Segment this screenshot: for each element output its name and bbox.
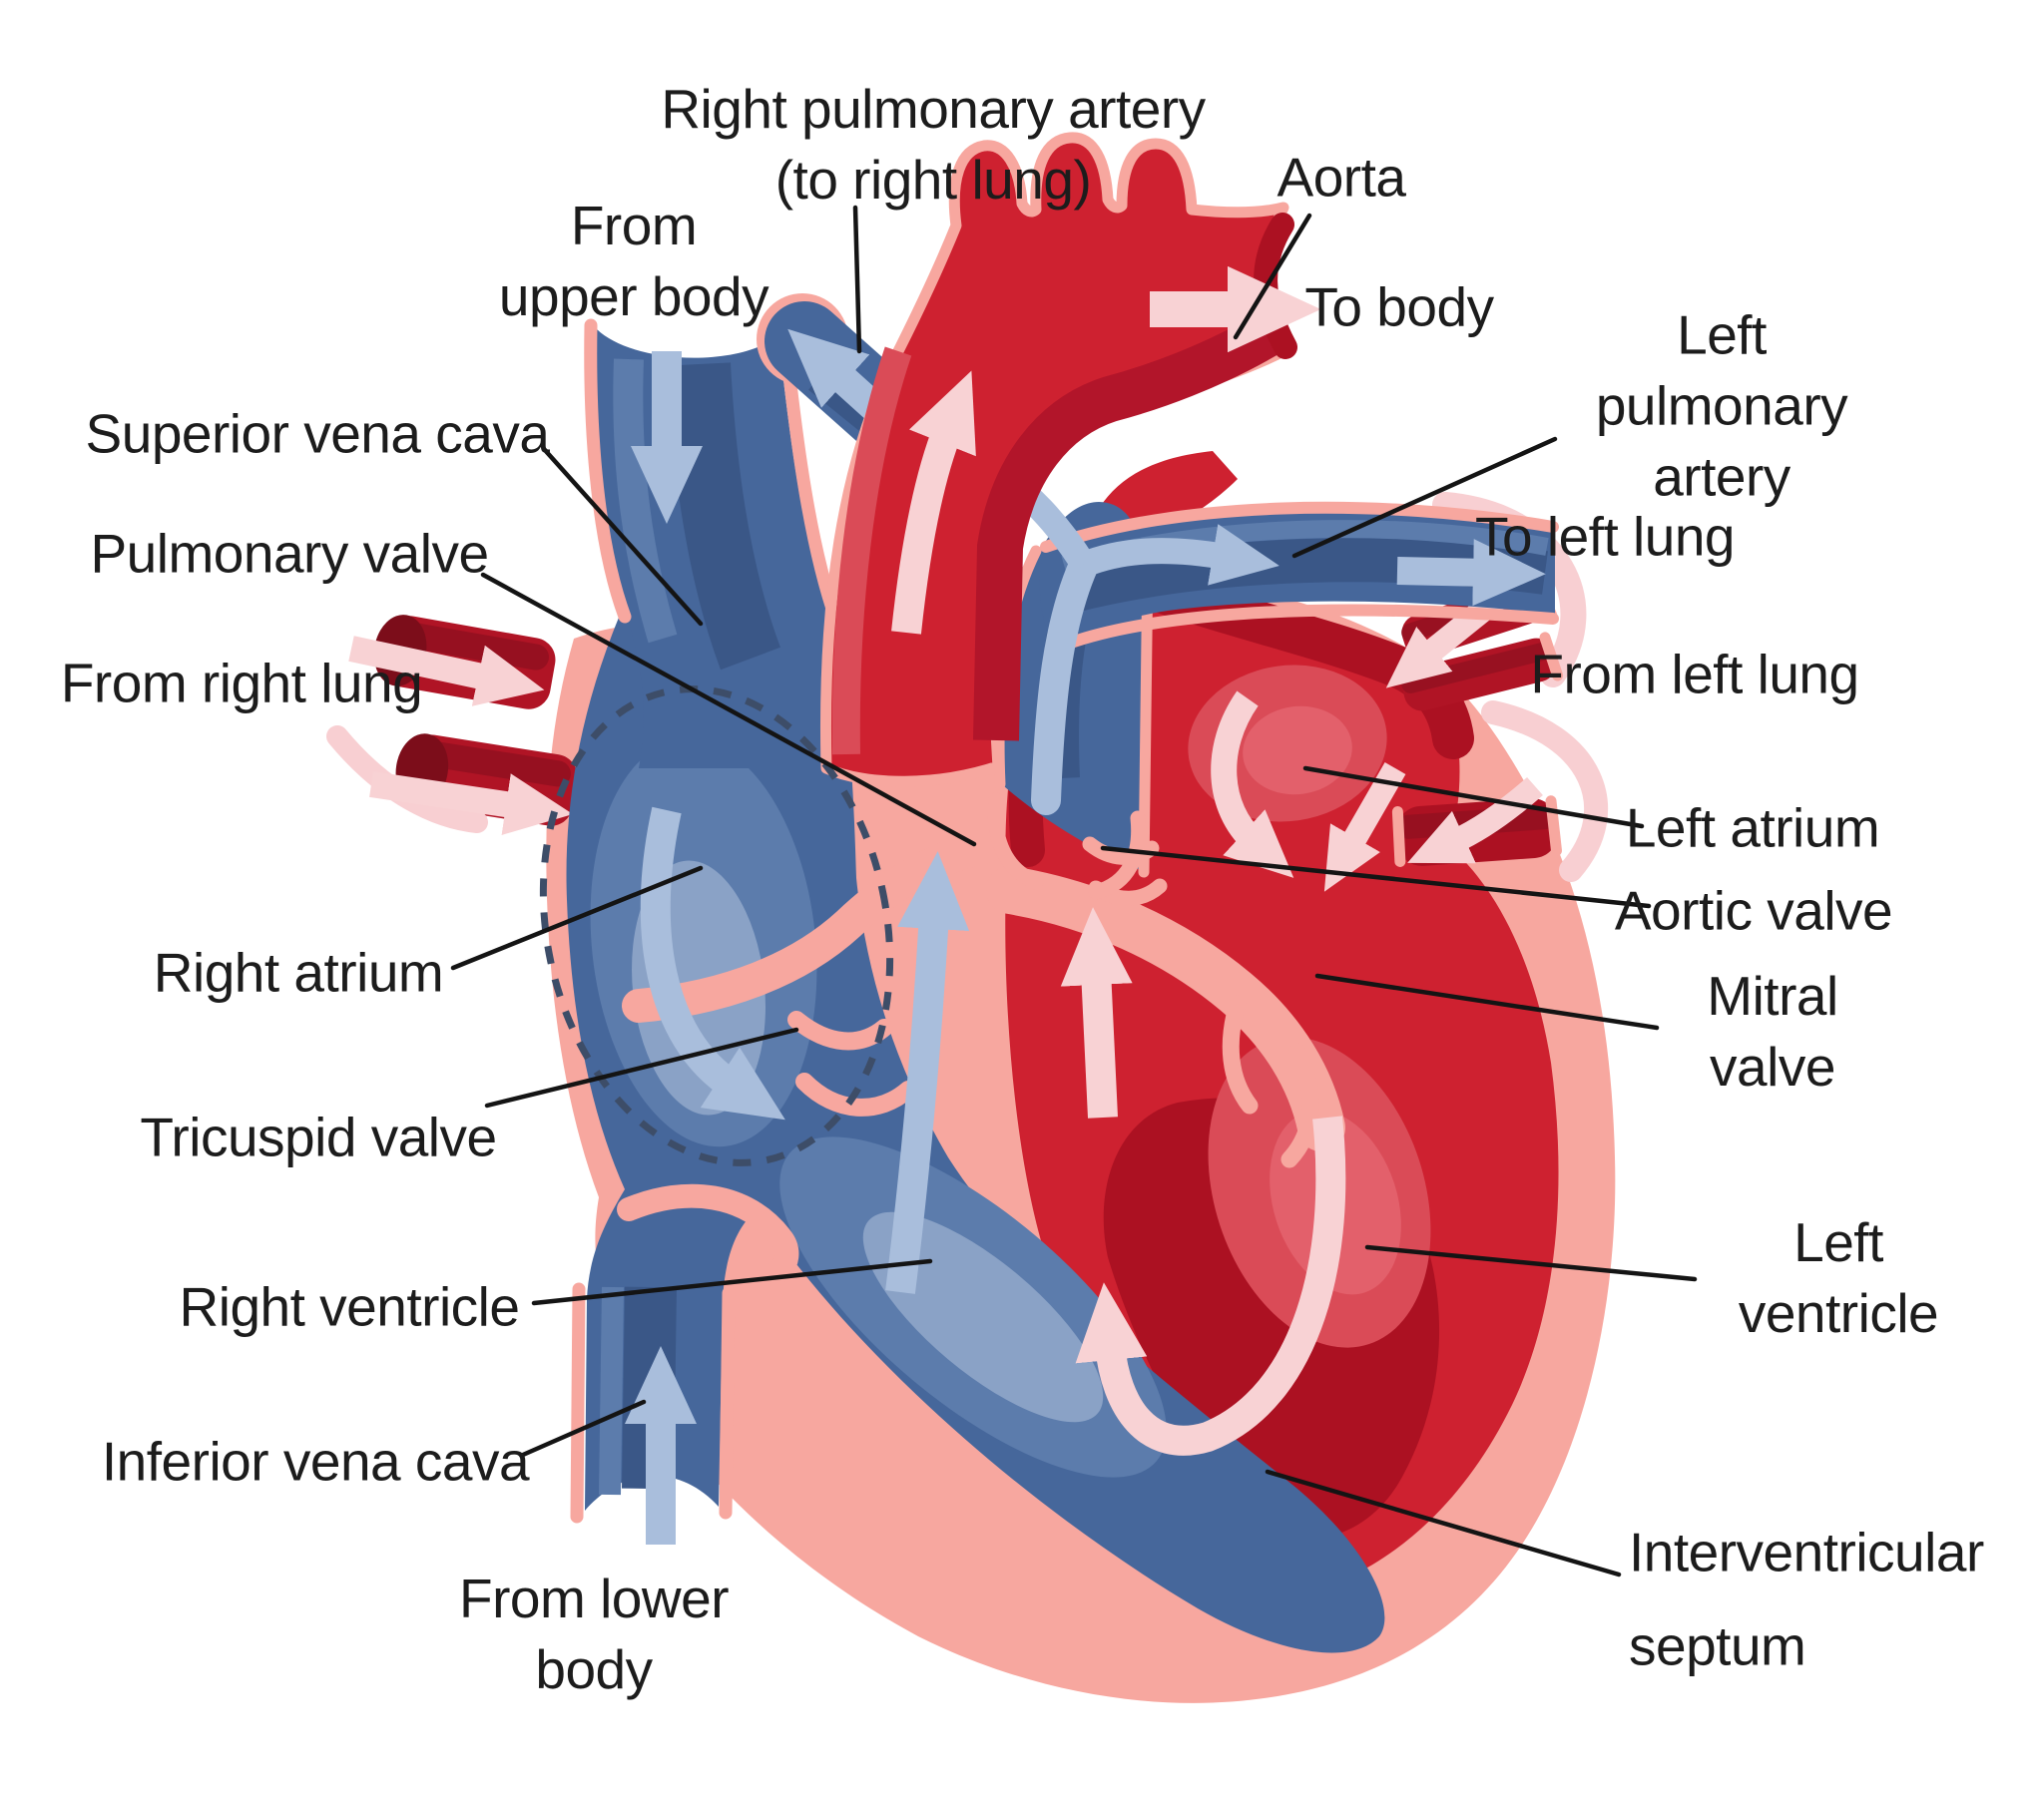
aorta-vessel [819,132,1321,787]
label-interventricular-septum: Interventricular septum [1629,1521,1984,1677]
pointer-left-atrium [1302,765,1645,829]
left-lung-flow-curve-2 [1481,700,1608,882]
label-aorta: Aorta [1277,146,1406,209]
lpa-exit-arrow [1396,539,1546,607]
label-from-left-lung: From left lung [1530,643,1859,705]
label-from-upper-body: From upper body [498,195,769,327]
pointer-right-atrium [450,865,704,971]
label-aortic-valve: Aortic valve [1614,879,1893,942]
label-right-atrium: Right atrium [153,941,444,1004]
left-lung-vein-inflow-2-arrow [1407,777,1543,864]
ivc-outline-left [570,1282,586,1524]
pointer-left-ventricle [1364,1244,1698,1282]
label-left-atrium: Left atrium [1625,796,1880,859]
pointer-tricuspid-valve [484,1027,799,1109]
pointer-lines [450,205,1698,1578]
tricuspid-flap-1 [787,1011,893,1051]
lpa-outline-top [1040,501,1559,553]
right-lung-vein-inflow-2-arrow [369,771,574,835]
label-superior-vena-cava: Superior vena cava [85,402,550,465]
pulmonary-valve-flap-2 [1088,810,1147,900]
pointer-left-pulmonary-artery [1291,436,1558,559]
label-left-ventricle: Left ventricle [1738,1211,1939,1344]
label-right-ventricle: Right ventricle [179,1275,520,1338]
aorta-light-edge [831,346,912,755]
label-from-lower-body: From lower body [458,1568,730,1700]
right-lung-vein-inflow-1-arrow [348,636,545,706]
pointer-interventricular-septum [1265,1469,1622,1578]
ivc-valve-fold [617,1183,799,1285]
pointer-right-ventricle [531,1258,933,1306]
right-lung-veins [326,615,578,835]
left-ventricle-loop-arrow [1075,1116,1346,1456]
label-right-pulmonary-artery: Right pulmonary artery (to right lung) [661,78,1206,211]
ascending-aorta-arrow [891,370,976,635]
label-mitral-valve: Mitral valve [1707,965,1838,1098]
svc-outline-left [584,318,632,624]
lpa-outline-bottom [1054,604,1559,653]
right-ventricle-flow-arrow [885,851,970,1294]
pointer-pulmonary-valve [480,572,977,847]
svc-core-shading [667,362,781,671]
left-atrium-flow-arrow [1211,690,1294,878]
ivc-light-edge [599,1286,624,1496]
pointer-inferior-vena-cava [520,1399,647,1458]
pointer-aorta [1233,213,1312,340]
label-from-right-lung: From right lung [60,652,423,714]
label-to-left-lung: To left lung [1474,505,1736,568]
pulmonary-valve-flap-1 [987,792,1044,890]
mitral-flap-1 [1222,995,1259,1115]
flow-arrows [624,351,1406,1545]
pointer-mitral-valve [1314,973,1660,1031]
aorta-inner-shading [973,309,1288,741]
right-atrium-dashed-circle [539,685,894,1166]
left-pulmonary-artery-vessel [952,442,1559,815]
left-ventricle-up-arrow [1060,907,1133,1119]
label-to-body: To body [1304,275,1494,338]
label-tricuspid-valve: Tricuspid valve [140,1106,497,1168]
trunk-flow-stem [1031,550,1099,815]
pointer-superior-vena-cava [541,446,704,627]
right-ventricle-highlight-core [862,1211,1104,1423]
pointer-aortic-valve [1100,845,1652,909]
pointer-right-pulmonary-artery [852,205,862,354]
right-atrium-flow-arrow [640,806,785,1121]
ivc-outline-right [719,1286,736,1520]
trunk-flow-right-branch [1079,524,1279,586]
label-pulmonary-valve: Pulmonary valve [90,522,489,585]
tricuspid-flap-2 [795,1073,917,1117]
label-inferior-vena-cava: Inferior vena cava [101,1430,530,1493]
mitral-flap-2 [1280,1043,1319,1168]
label-left-pulmonary-artery: Left pulmonary artery [1595,303,1848,508]
